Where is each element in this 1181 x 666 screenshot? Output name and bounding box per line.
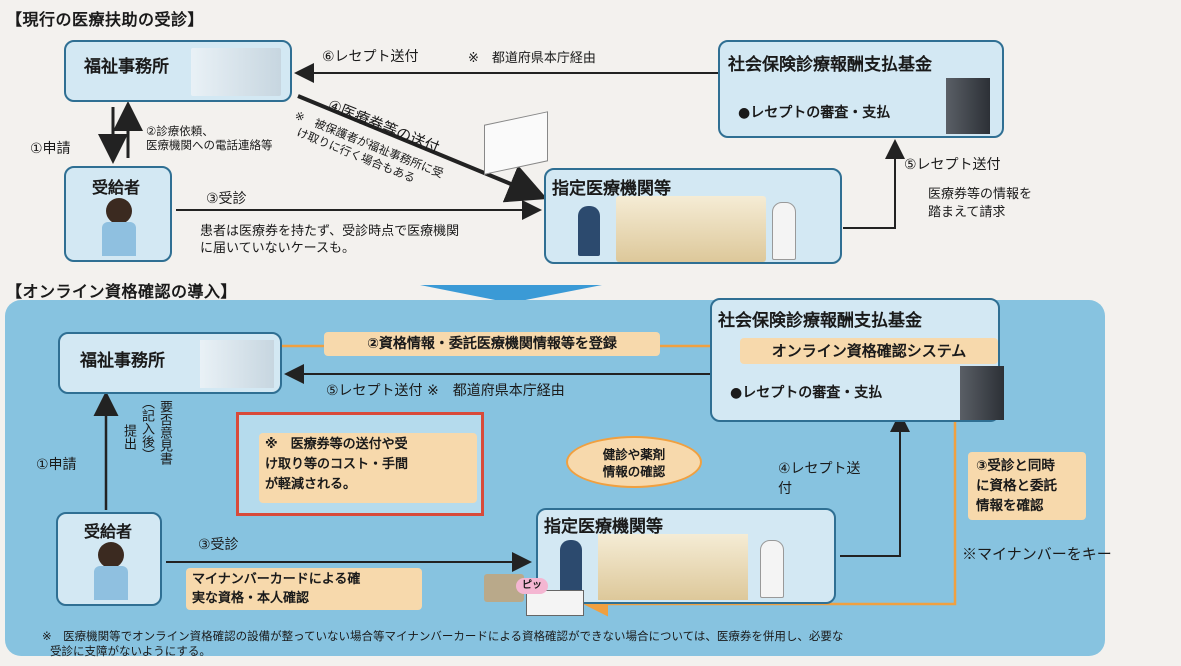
staff-icon-bottom xyxy=(560,540,582,594)
person-icon xyxy=(106,198,132,224)
register-label: ②資格情報・委託医療機関情報等を登録 xyxy=(324,332,660,356)
doctor-icon xyxy=(772,202,796,260)
visit-note-2: に届いていないケースも。 xyxy=(200,241,355,256)
apply-label-bottom: ①申請 xyxy=(36,457,77,473)
person-body-icon-bottom xyxy=(94,566,128,600)
doctor-icon-bottom xyxy=(760,540,784,598)
simultaneous-check-box: ③受診と同時 に資格と委託 情報を確認 xyxy=(968,452,1086,520)
office-building-icon-bottom xyxy=(200,340,274,388)
receipt5-label-top: ⑤レセプト送付 xyxy=(904,157,1001,173)
info-check-bubble: 健診や薬剤 情報の確認 xyxy=(566,436,702,488)
cost-note-box: ※ 医療券等の送付や受 け取り等のコスト・手間 が軽減される。 xyxy=(259,433,477,503)
fund-box-bottom: 社会保険診療報酬支払基金 オンライン資格確認システム ●レセプトの審査・支払 xyxy=(710,298,1000,422)
fund-building-icon xyxy=(946,78,990,134)
receipt-route-note: ※ 都道府県本庁経由 xyxy=(468,51,596,66)
office-building-icon xyxy=(191,48,281,96)
visit-label-bottom: ③受診 xyxy=(198,537,239,553)
receipt4-label-1: ④レセプト送 xyxy=(778,461,861,477)
online-system-badge: オンライン資格確認システム xyxy=(740,338,998,364)
clinic-label-top: 指定医療機関等 xyxy=(552,179,671,199)
footnote-2: 受診に支障がないようにする。 xyxy=(50,644,211,658)
clinic-label-bottom: 指定医療機関等 xyxy=(544,517,663,537)
cost-note-1: ※ 医療券等の送付や受 xyxy=(265,437,408,452)
welfare-office-label: 福祉事務所 xyxy=(84,57,169,77)
top-section-title: 【現行の医療扶助の受診】 xyxy=(6,10,205,29)
request-label-1: ②診療依頼、 xyxy=(146,124,214,138)
hospital-building-icon xyxy=(616,196,766,262)
request-label-2: 医療機関への電話連絡等 xyxy=(146,138,273,152)
request-note-2: 踏まえて請求 xyxy=(928,205,1006,220)
welfare-office-box-bottom: 福祉事務所 xyxy=(58,332,282,394)
mynumber-1: マイナンバーカードによる確 xyxy=(192,572,361,587)
recipient-label-bottom: 受給者 xyxy=(84,522,133,541)
arrow-receipt5 xyxy=(843,139,905,229)
person-icon-bottom xyxy=(98,542,124,568)
recipient-box-bottom: 受給者 xyxy=(56,512,162,606)
footnote-1: ※ 医療機関等でオンライン資格確認の設備が整っていない場合等マイナンバーカードに… xyxy=(42,629,844,643)
laptop-icon xyxy=(526,590,584,616)
receipt4-label-2: 付 xyxy=(778,481,792,497)
need-form-label: 要否意見書 xyxy=(157,400,172,465)
mynumber-box: マイナンバーカードによる確 実な資格・本人確認 xyxy=(186,568,422,610)
down-transition-arrow xyxy=(420,285,602,303)
side-note: ※マイナンバーをキー xyxy=(962,545,1112,563)
fund-title-top: 社会保険診療報酬支払基金 xyxy=(728,55,932,75)
cost-note-3: が軽減される。 xyxy=(265,477,357,492)
recipient-box-top: 受給者 xyxy=(64,166,172,262)
fund-item-bottom: ●レセプトの審査・支払 xyxy=(730,385,883,401)
bubble-line-1: 健診や薬剤 xyxy=(602,447,666,462)
simultaneous-3: 情報を確認 xyxy=(976,498,1044,514)
cost-note-2: け取り等のコスト・手間 xyxy=(265,457,409,472)
arrow-ticket-send xyxy=(297,94,548,203)
beep-bubble: ピッ xyxy=(516,578,548,594)
request-note-1: 医療券等の情報を xyxy=(928,187,1033,202)
clinic-box-top: 指定医療機関等 xyxy=(544,168,842,264)
cost-note-frame: ※ 医療券等の送付や受 け取り等のコスト・手間 が軽減される。 xyxy=(236,412,484,516)
apply-label-top: ①申請 xyxy=(30,141,71,157)
receipt5-label-bottom: ⑤レセプト送付 ※ 都道府県本庁経由 xyxy=(326,383,565,399)
fund-item-top: ●レセプトの審査・支払 xyxy=(738,105,891,121)
simultaneous-1: ③受診と同時 xyxy=(976,458,1055,474)
arrow-online-check xyxy=(583,365,957,617)
fund-building-icon-bottom xyxy=(960,366,1004,420)
recipient-label: 受給者 xyxy=(92,178,141,197)
mynumber-2: 実な資格・本人確認 xyxy=(192,591,310,606)
person-body-icon xyxy=(102,222,136,256)
receipt-send-label: ⑥レセプト送付 xyxy=(322,49,419,65)
visit-label-top: ③受診 xyxy=(206,191,247,207)
visit-note-1: 患者は医療券を持たず、受診時点で医療機関 xyxy=(200,224,460,239)
after-fill-label: （記入後） xyxy=(139,396,154,461)
submit-label: 提出 xyxy=(121,424,136,450)
fund-title-bottom: 社会保険診療報酬支払基金 xyxy=(718,311,922,331)
welfare-office-box-top: 福祉事務所 xyxy=(64,40,292,102)
bottom-section-title: 【オンライン資格確認の導入】 xyxy=(6,282,238,301)
fund-box-top: 社会保険診療報酬支払基金 ●レセプトの審査・支払 xyxy=(718,40,1004,138)
bubble-line-2: 情報の確認 xyxy=(602,464,666,479)
welfare-office-label-bottom: 福祉事務所 xyxy=(80,351,165,371)
simultaneous-2: に資格と委託 xyxy=(976,478,1057,494)
staff-icon xyxy=(578,206,600,256)
arrow-receipt4 xyxy=(840,412,910,557)
clinic-box-bottom: 指定医療機関等 xyxy=(536,508,836,604)
hospital-building-icon-bottom xyxy=(598,534,748,600)
